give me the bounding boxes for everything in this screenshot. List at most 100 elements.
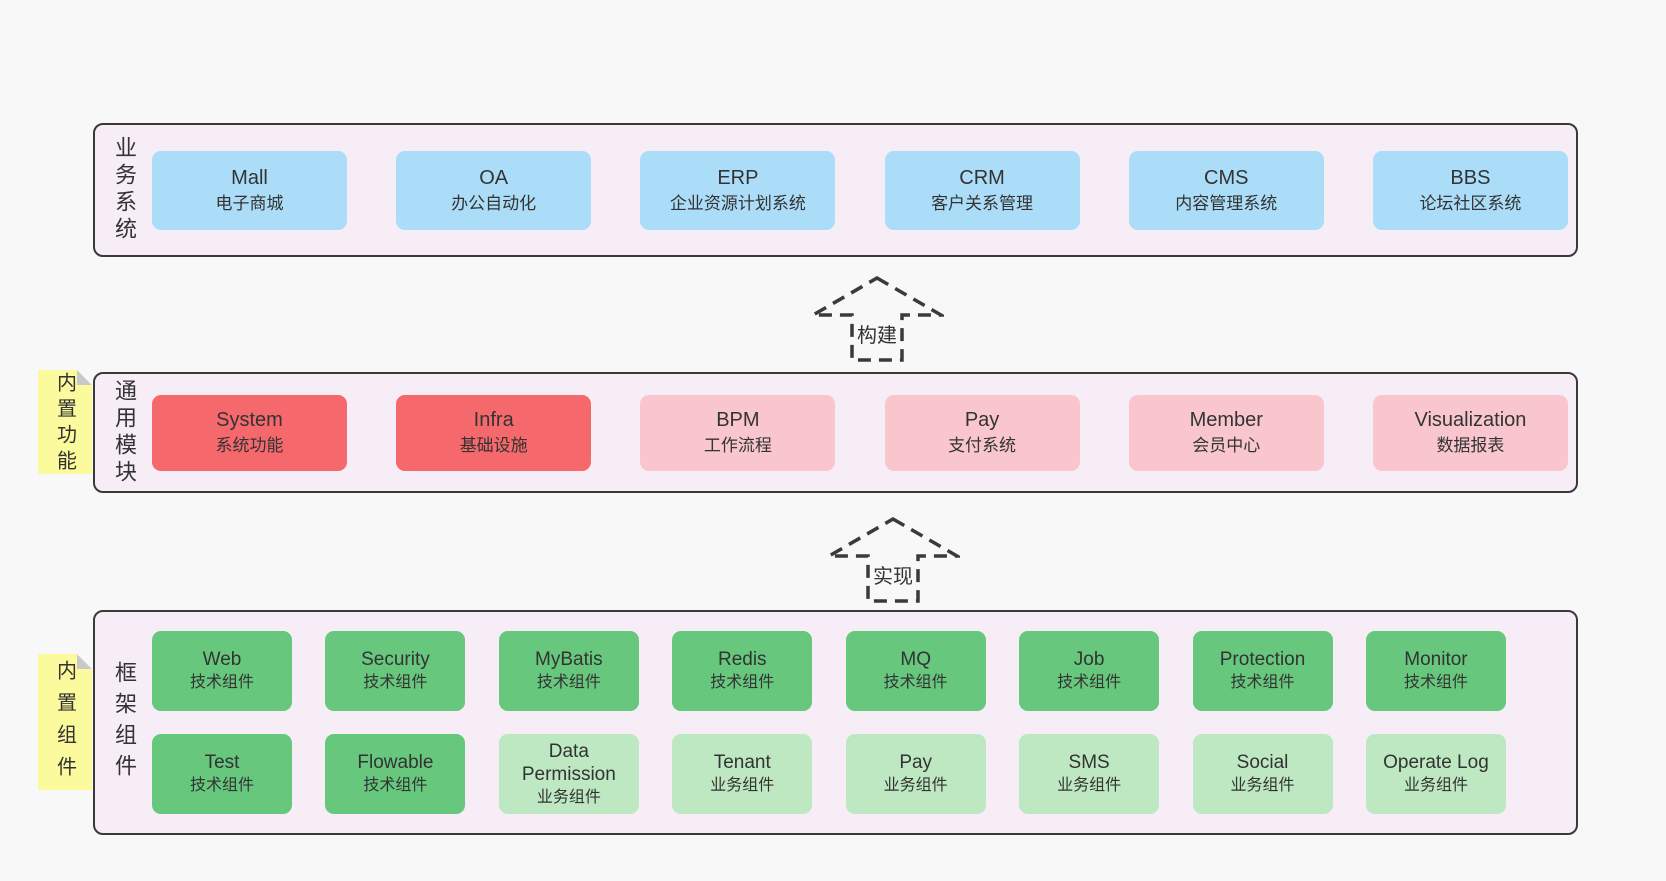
box-subtitle: 业务组件 (1230, 777, 1295, 794)
box-monitor: Monitor 技术组件 (1365, 631, 1506, 711)
box-subtitle: 技术组件 (1403, 674, 1468, 691)
box-title: Social (1236, 752, 1289, 773)
box-title: Test (204, 752, 240, 773)
box-title: Visualization (1414, 409, 1527, 431)
box-title: Data Permission (521, 740, 616, 785)
box-operate-log: Operate Log 业务组件 (1365, 734, 1506, 814)
box-title: Web (202, 649, 242, 670)
box-data-permission: Data Permission 业务组件 (498, 734, 639, 814)
box-title: BPM (716, 409, 760, 431)
arrow-label: 构建 (854, 319, 900, 348)
box-subtitle: 技术组件 (1057, 674, 1122, 691)
box-subtitle: 客户关系管理 (931, 193, 1034, 213)
box-title: Pay (964, 409, 1000, 431)
box-mybatis: MyBatis 技术组件 (498, 631, 639, 711)
box-subtitle: 业务组件 (536, 788, 601, 806)
box-sms: SMS 业务组件 (1019, 734, 1160, 814)
box-title: Protection (1219, 649, 1306, 670)
box-test: Test 技术组件 (152, 734, 292, 814)
box-title: Monitor (1404, 649, 1468, 670)
panel-label: 业务系统 (112, 136, 137, 244)
box-subtitle: 业务组件 (883, 777, 948, 794)
arrow-up-implement: 实现 (826, 516, 960, 604)
box-subtitle: 技术组件 (710, 674, 775, 691)
box-member: Member 会员中心 (1128, 394, 1324, 471)
box-subtitle: 技术组件 (536, 674, 601, 691)
box-subtitle: 技术组件 (363, 674, 428, 691)
box-subtitle: 业务组件 (1403, 777, 1468, 794)
box-subtitle: 系统功能 (215, 436, 284, 455)
box-flowable: Flowable 技术组件 (325, 734, 466, 814)
box-subtitle: 业务组件 (1057, 777, 1122, 794)
box-title: Flowable (357, 752, 434, 773)
box-subtitle: 业务组件 (710, 777, 775, 794)
panel-business-systems: 业务系统 Mall 电子商城 OA 办公自动化 ERP 企业资源计划系统 CRM… (93, 123, 1578, 257)
components-box-row-2: Test 技术组件 Flowable 技术组件 Data Permission … (95, 734, 1576, 814)
components-rows: Web 技术组件 Security 技术组件 MyBatis 技术组件 Redi… (95, 612, 1576, 833)
box-subtitle: 办公自动化 (451, 193, 537, 213)
box-title: Job (1073, 649, 1105, 670)
box-subtitle: 技术组件 (189, 777, 254, 794)
modules-box-row: System 系统功能 Infra 基础设施 BPM 工作流程 Pay 支付系统… (95, 374, 1576, 491)
box-title: MQ (900, 649, 931, 670)
box-title: CMS (1204, 166, 1249, 189)
business-box-row: Mall 电子商城 OA 办公自动化 ERP 企业资源计划系统 CRM 客户关系… (95, 125, 1576, 255)
box-subtitle: 技术组件 (883, 674, 948, 691)
box-job: Job 技术组件 (1019, 631, 1160, 711)
box-web: Web 技术组件 (152, 631, 292, 711)
box-title: CRM (959, 166, 1005, 189)
arrow-label: 实现 (870, 560, 916, 589)
panel-common-modules: 通用模块 System 系统功能 Infra 基础设施 BPM 工作流程 Pay… (93, 372, 1578, 493)
block-arrow-up-icon (826, 516, 960, 603)
box-erp: ERP 企业资源计划系统 (640, 150, 836, 230)
arrow-up-build: 构建 (810, 275, 944, 363)
box-pay-biz: Pay 业务组件 (845, 734, 986, 814)
box-subtitle: 技术组件 (1230, 674, 1295, 691)
box-crm: CRM 客户关系管理 (884, 150, 1080, 230)
box-security: Security 技术组件 (325, 631, 466, 711)
box-title: Mall (231, 166, 268, 189)
box-subtitle: 会员中心 (1192, 436, 1261, 455)
box-subtitle: 基础设施 (459, 436, 528, 455)
box-bbs: BBS 论坛社区系统 (1372, 150, 1568, 230)
box-title: System (216, 409, 283, 431)
box-visualization: Visualization 数据报表 (1372, 394, 1568, 471)
box-subtitle: 数据报表 (1436, 436, 1505, 455)
box-title: MyBatis (535, 649, 603, 670)
sticky-note-label: 内置组件 (53, 660, 76, 788)
components-box-row-1: Web 技术组件 Security 技术组件 MyBatis 技术组件 Redi… (95, 631, 1576, 711)
box-subtitle: 支付系统 (948, 436, 1017, 455)
box-bpm: BPM 工作流程 (640, 394, 836, 471)
box-title: OA (479, 166, 509, 189)
box-cms: CMS 内容管理系统 (1128, 150, 1324, 230)
sticky-note-builtin-features: 内置功能 (38, 370, 92, 476)
box-subtitle: 工作流程 (703, 436, 772, 455)
panel-framework-components: 框架组件 Web 技术组件 Security 技术组件 MyBatis 技术组件… (93, 610, 1578, 835)
sticky-note-label: 内置功能 (53, 372, 76, 476)
block-arrow-up-icon (810, 275, 944, 362)
box-oa: OA 办公自动化 (396, 150, 592, 230)
box-pay: Pay 支付系统 (884, 394, 1080, 471)
box-subtitle: 企业资源计划系统 (669, 193, 806, 213)
box-subtitle: 论坛社区系统 (1419, 193, 1522, 213)
box-system: System 系统功能 (152, 394, 347, 471)
box-tenant: Tenant 业务组件 (672, 734, 813, 814)
box-title: Tenant (713, 752, 771, 773)
box-title: ERP (717, 166, 759, 189)
box-title: Infra (473, 409, 514, 431)
box-subtitle: 技术组件 (189, 674, 254, 691)
panel-label: 框架组件 (112, 660, 137, 785)
box-subtitle: 内容管理系统 (1175, 193, 1278, 213)
box-protection: Protection 技术组件 (1192, 631, 1333, 711)
box-redis: Redis 技术组件 (672, 631, 813, 711)
box-mq: MQ 技术组件 (845, 631, 986, 711)
box-title: Operate Log (1383, 752, 1489, 773)
box-title: Pay (899, 752, 933, 773)
box-subtitle: 电子商城 (215, 193, 284, 213)
box-mall: Mall 电子商城 (152, 150, 347, 230)
panel-label: 通用模块 (112, 378, 137, 487)
box-title: Member (1189, 409, 1263, 431)
box-title: BBS (1450, 166, 1491, 189)
box-title: Redis (717, 649, 767, 670)
